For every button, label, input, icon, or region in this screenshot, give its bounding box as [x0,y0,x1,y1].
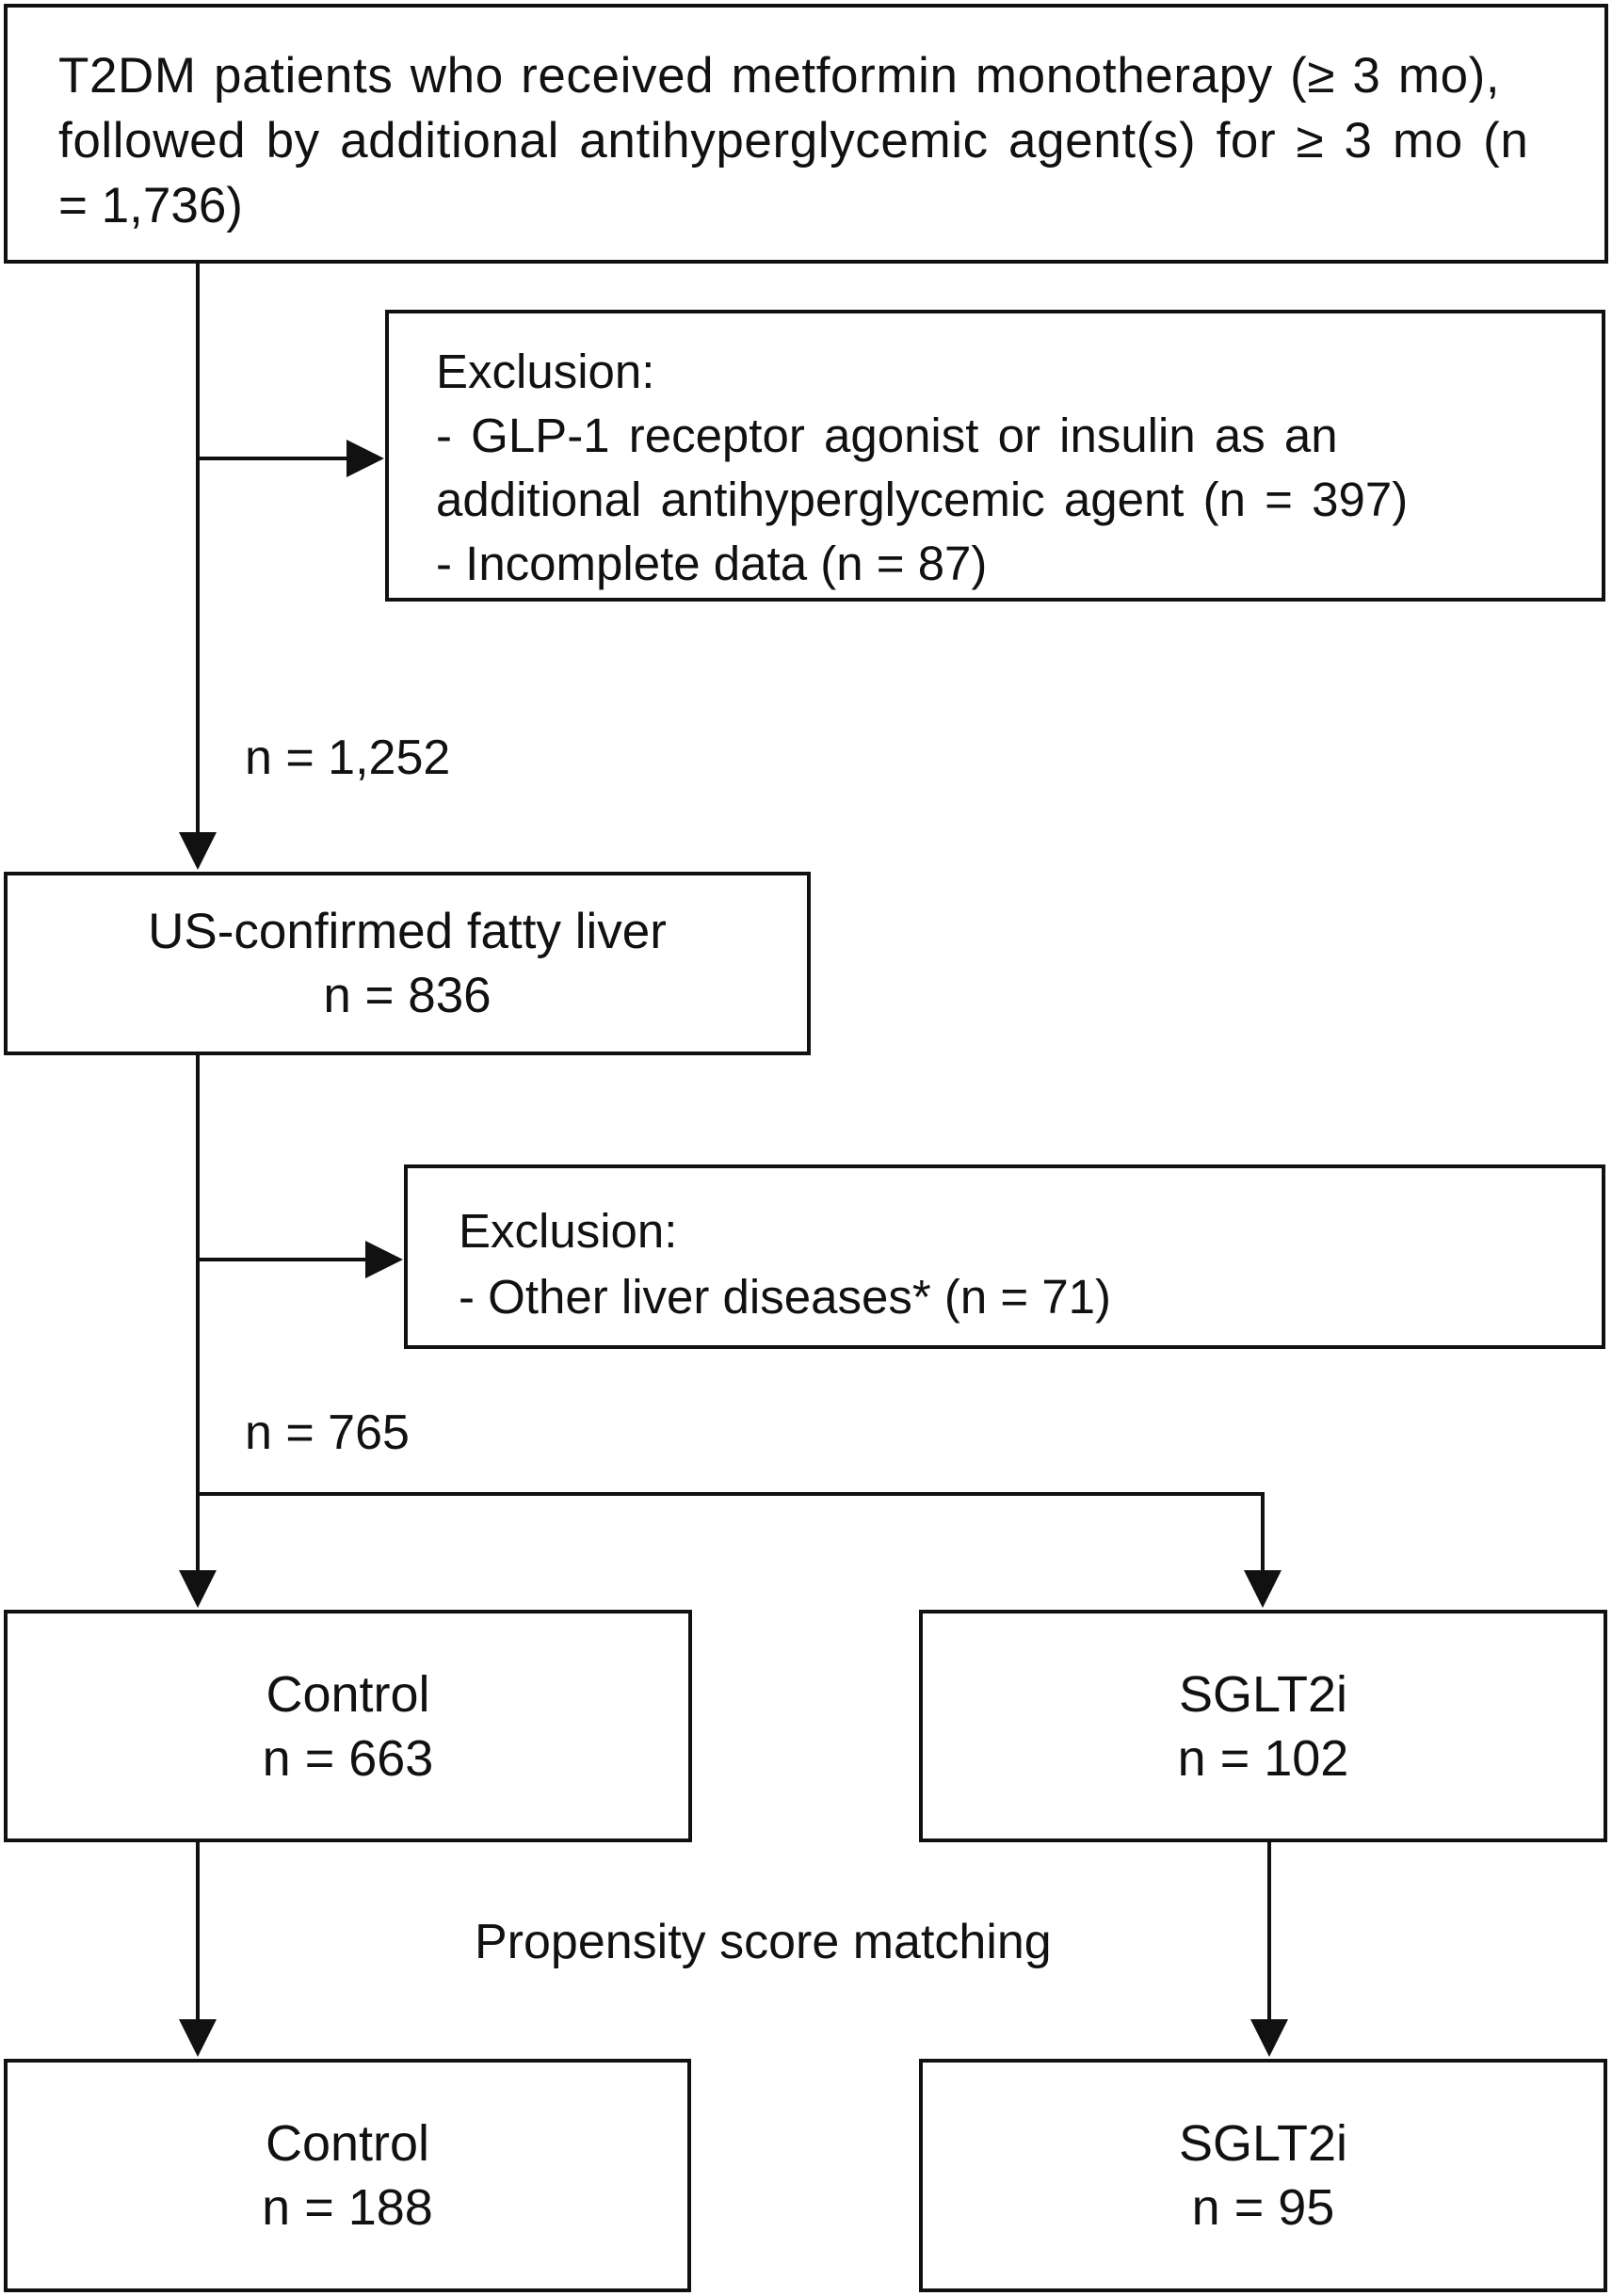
propensity-matching-label: Propensity score matching [475,1915,1052,1969]
sglt2i-group-title: SGLT2i [1178,1665,1348,1723]
initial-cohort-line-1: T2DM patients who received metformin mon… [58,48,1501,104]
arrowhead-sglt2i-after [1250,2019,1288,2057]
arrowhead-control-before [179,1570,217,1608]
exclusion-2-line-2: - Other liver diseases* (n = 71) [459,1270,1112,1324]
initial-cohort-line-2: followed by additional antihyperglycemic… [58,113,1529,169]
matched-control-count: n = 188 [262,2179,433,2236]
arrowhead-exclusion-2 [365,1241,403,1278]
initial-cohort-box: T2DM patients who received metformin mon… [4,4,1608,264]
initial-cohort-line-3: = 1,736) [58,178,243,233]
matched-control-box: Control n = 188 [4,2059,691,2292]
arrowhead-exclusion-1 [347,440,384,477]
arrowhead-sglt2i-before [1244,1570,1282,1608]
count-after-exclusion-1: n = 1,252 [245,731,451,785]
arrowhead-control-after [179,2019,217,2057]
exclusion-1-line-2: - GLP-1 receptor agonist or insulin as a… [436,409,1338,462]
exclusion-1-heading: Exclusion: [436,345,655,398]
exclusion-2-heading: Exclusion: [459,1204,678,1258]
exclusion-1-line-3: additional antihyperglycemic agent (n = … [436,473,1409,526]
exclusion-box-1: Exclusion: - GLP-1 receptor agonist or i… [385,310,1605,602]
control-group-title: Control [266,1665,430,1723]
matched-sglt2i-title: SGLT2i [1178,2115,1348,2172]
control-group-count: n = 663 [262,1729,434,1787]
fatty-liver-title: US-confirmed fatty liver [148,903,667,959]
fatty-liver-count: n = 836 [323,967,492,1023]
matched-control-title: Control [265,2115,430,2172]
matched-sglt2i-count: n = 95 [1191,2179,1335,2236]
arrowhead-fatty-liver [179,832,217,870]
matched-sglt2i-box: SGLT2i n = 95 [919,2059,1607,2292]
sglt2i-group-box: SGLT2i n = 102 [919,1610,1607,1842]
fatty-liver-box: US-confirmed fatty liver n = 836 [4,872,811,1055]
exclusion-box-2: Exclusion: - Other liver diseases* (n = … [404,1164,1605,1349]
arrow-to-sglt2i-branch [198,1492,1265,1570]
sglt2i-group-count: n = 102 [1177,1729,1349,1787]
exclusion-1-line-4: - Incomplete data (n = 87) [436,537,988,590]
count-after-exclusion-2: n = 765 [245,1405,410,1460]
control-group-box: Control n = 663 [4,1610,692,1842]
